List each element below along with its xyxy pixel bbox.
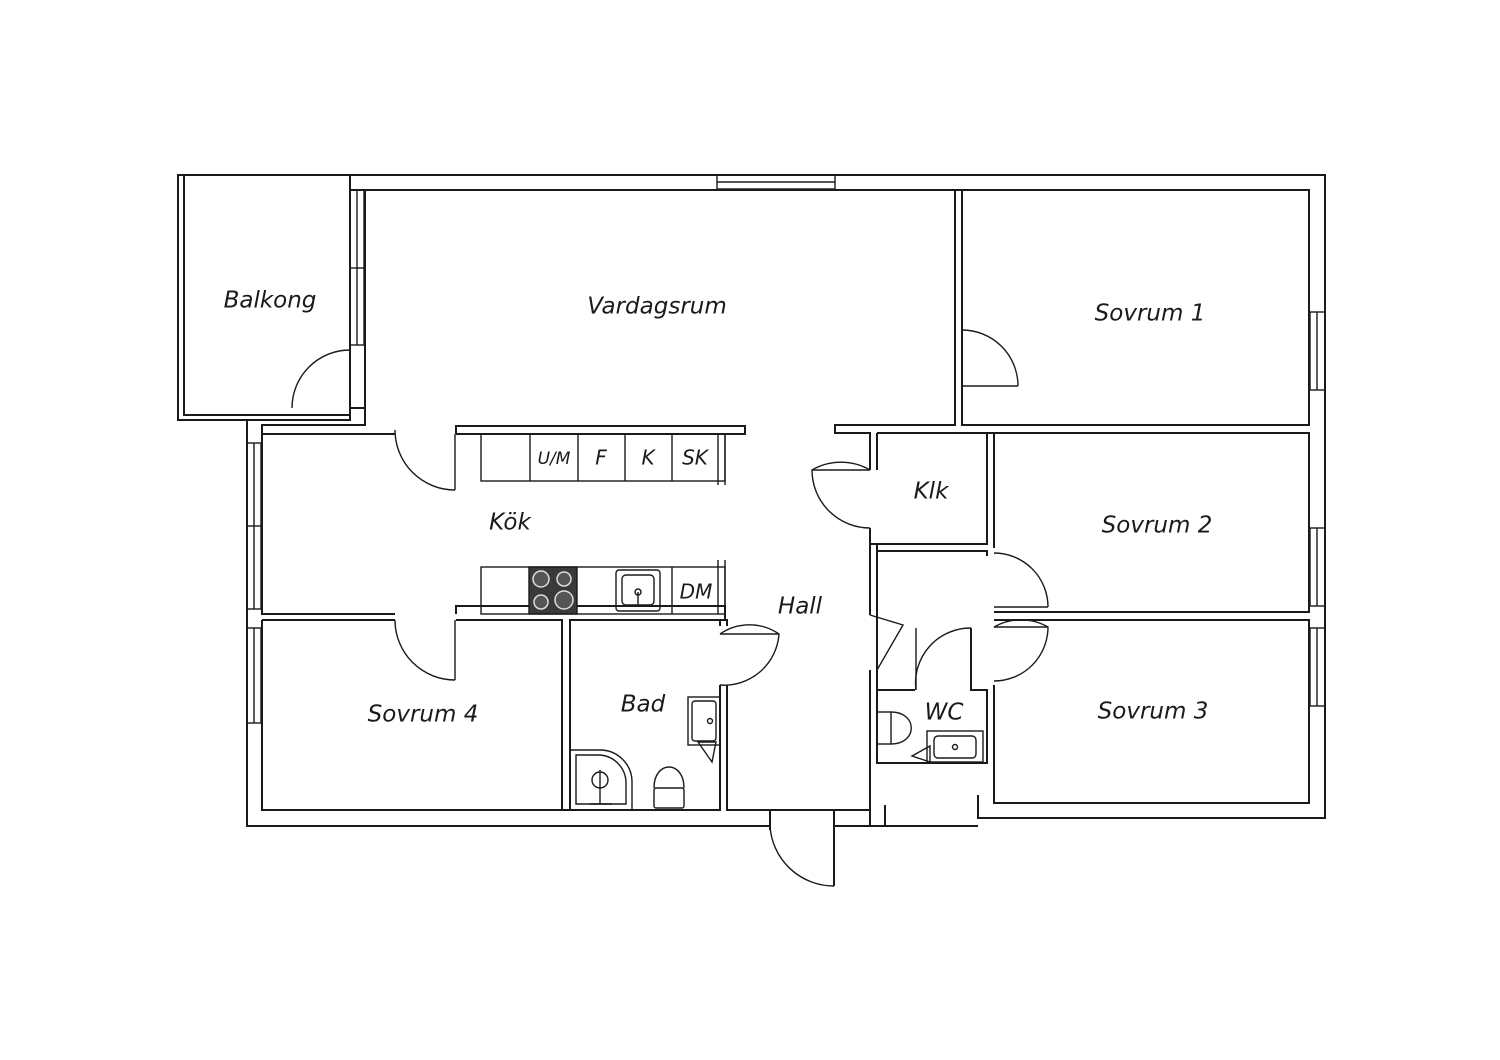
sovrum3-walls xyxy=(993,619,1310,804)
room-label-kok: Kök xyxy=(489,510,532,536)
kitchen-sink-icon xyxy=(615,569,661,612)
sovrum2-walls xyxy=(877,432,1310,613)
shower-icon xyxy=(569,749,633,811)
klk xyxy=(876,432,988,545)
room-label-sovrum4: Sovrum 4 xyxy=(368,702,479,728)
kitchen xyxy=(261,433,726,811)
wc xyxy=(876,627,988,764)
wc-toilet-icon xyxy=(876,711,912,745)
room-label-sovrum1: Sovrum 1 xyxy=(1095,301,1206,327)
vardagsrum-walls xyxy=(261,189,956,491)
appliance-label-um: U/M xyxy=(538,449,571,469)
room-label-bad: Bad xyxy=(621,692,666,718)
appliance-label-dm: DM xyxy=(680,580,713,604)
outer-walls xyxy=(246,174,1326,827)
sovrum1-walls xyxy=(955,189,1310,426)
room-label-hall: Hall xyxy=(778,594,823,620)
bathroom-sink-icon xyxy=(687,696,721,764)
room-label-sovrum3: Sovrum 3 xyxy=(1098,699,1209,725)
appliance-label-sk: SK xyxy=(682,446,710,470)
hall xyxy=(769,461,905,887)
room-label-vardagsrum: Vardagsrum xyxy=(587,294,727,320)
room-label-sovrum2: Sovrum 2 xyxy=(1102,513,1213,539)
appliance-label-f: F xyxy=(595,446,607,470)
appliance-label-k: K xyxy=(641,446,656,470)
room-label-klk: Klk xyxy=(914,479,950,505)
toilet-icon xyxy=(653,766,685,809)
room-label-wc: WC xyxy=(925,700,964,726)
wc-sink-icon xyxy=(910,730,984,763)
sovrum4-walls xyxy=(261,619,562,811)
bad xyxy=(569,619,871,826)
room-label-balkong: Balkong xyxy=(224,288,317,314)
